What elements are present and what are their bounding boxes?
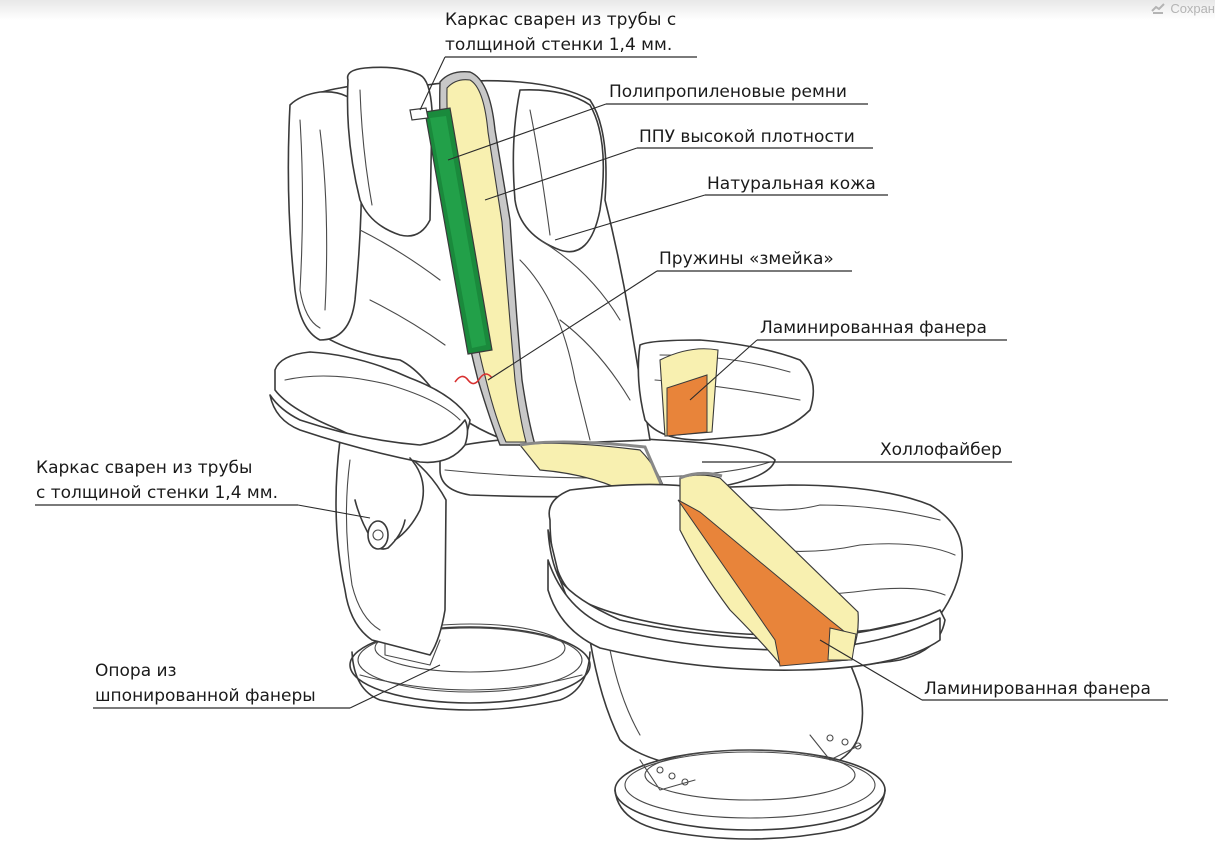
- label-frame-side-line2: с толщиной стенки 1,4 мм.: [36, 483, 278, 503]
- label-hollofiber: Холлофайбер: [880, 440, 1002, 460]
- label-hd-foam: ППУ высокой плотности: [639, 127, 855, 147]
- label-frame-top-line2: толщиной стенки 1,4 мм.: [445, 35, 673, 55]
- label-base-support: Опора из шпонированной фанеры: [95, 659, 316, 709]
- right-armrest: [637, 339, 815, 441]
- leader-lines: [35, 56, 1168, 709]
- spring-mark: [454, 373, 493, 385]
- label-base-support-line1: Опора из: [95, 661, 177, 681]
- label-frame-top: Каркас сварен из трубы с толщиной стенки…: [445, 8, 676, 58]
- label-frame-top-line1: Каркас сварен из трубы с: [445, 10, 677, 30]
- left-armrest: [269, 351, 471, 550]
- label-zigzag-springs: Пружины «змейка»: [659, 249, 834, 269]
- save-label: Сохран: [1170, 0, 1215, 16]
- save-button[interactable]: Сохран: [1151, 0, 1215, 16]
- label-natural-leather: Натуральная кожа: [707, 174, 876, 194]
- label-frame-side: Каркас сварен из трубы с толщиной стенки…: [36, 456, 278, 506]
- backrest-cross-section: [409, 71, 670, 501]
- label-laminated-plywood-arm: Ламинированная фанера: [760, 318, 987, 338]
- label-polypropylene-straps: Полипропиленовые ремни: [609, 82, 847, 102]
- label-base-support-line2: шпонированной фанеры: [95, 686, 316, 706]
- label-frame-side-line1: Каркас сварен из трубы: [36, 458, 253, 478]
- top-toolbar: Сохран: [0, 0, 1215, 20]
- ottoman: [547, 471, 963, 840]
- save-icon: [1151, 3, 1166, 14]
- label-laminated-plywood-footrest: Ламинированная фанера: [924, 679, 1151, 699]
